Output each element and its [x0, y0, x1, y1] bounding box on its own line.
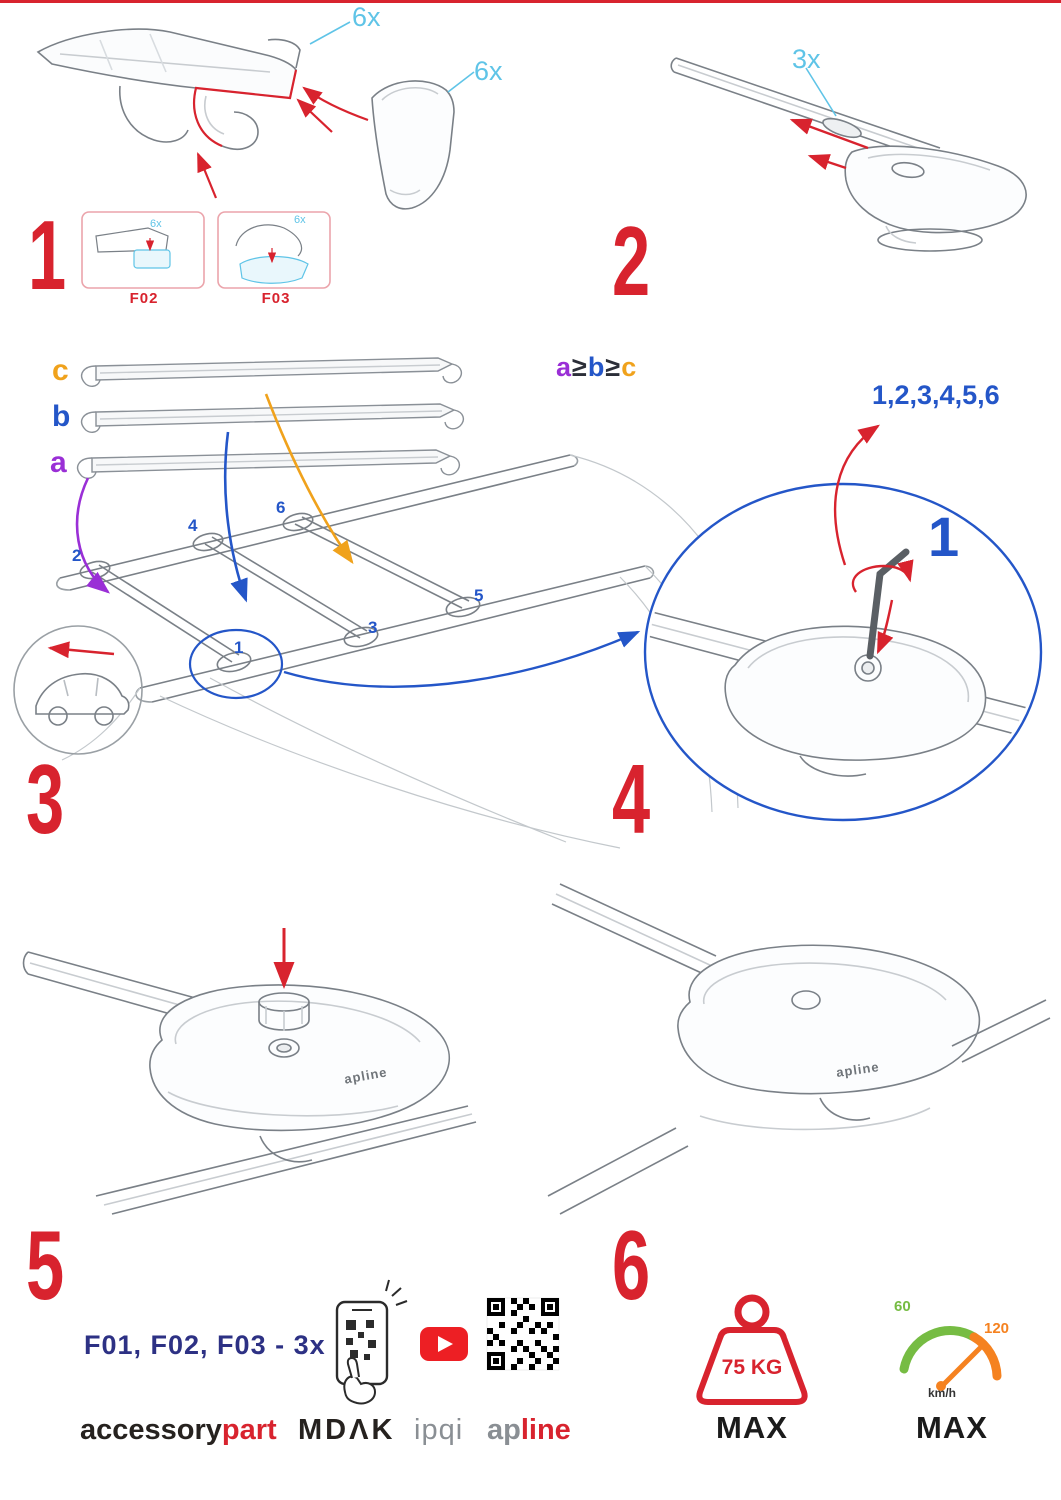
bar-label-c: c [52, 354, 69, 387]
length-rule: a ≥ b ≥ c [556, 352, 636, 383]
speed-high-value: 120 [984, 1320, 1010, 1337]
section-divider-bottom [0, 0, 1061, 3]
weight-limit-value: 75 KG [721, 1356, 783, 1379]
brand-accessory-text: accessory [80, 1414, 222, 1446]
knob-drawing [258, 992, 310, 1031]
brand-apline: apline [487, 1414, 571, 1447]
position-1: 1 [234, 638, 244, 657]
sequence-arrow [833, 424, 880, 566]
step5-foot-drawing [22, 951, 477, 1215]
box1-qty: 6x [150, 218, 162, 230]
position-3: 3 [368, 618, 378, 637]
part-label-f03: F03 [261, 290, 291, 307]
step6-number: 6 [612, 1210, 651, 1320]
step2-qty: 3x [792, 44, 821, 74]
car-direction-inset [13, 625, 143, 755]
step6-foot-drawing [547, 883, 1051, 1215]
front-direction-arrow [47, 641, 115, 659]
brand-part-text: part [221, 1414, 277, 1446]
step1-qty-side: 6x [474, 56, 503, 86]
position-2: 2 [72, 546, 82, 565]
step1-step2-drawing-layer [36, 21, 1027, 289]
step2-number: 2 [612, 206, 651, 316]
bar-assignment-arrows [75, 393, 354, 603]
speedometer-icon [899, 1326, 1002, 1391]
phone-scan-icon [335, 1279, 408, 1405]
step2-qty-leader [805, 67, 837, 117]
roof-crossbar-3 [282, 512, 481, 618]
rule-a: a [556, 352, 572, 382]
position1-highlight-circle [188, 628, 284, 700]
step5-number: 5 [26, 1210, 65, 1320]
tighten-sequence: 1,2,3,4,5,6 [872, 380, 1000, 410]
step3-step4-drawing-layer [13, 357, 1043, 849]
roof-crossbar-2 [192, 532, 379, 648]
roof-crossbar-1 [79, 560, 252, 673]
allen-key-drawing [866, 548, 910, 660]
speed-unit-label: km/h [928, 1386, 957, 1400]
step1-part-boxes [81, 211, 331, 289]
magnifier-content [649, 548, 1036, 777]
step5-step6-drawing-layer [22, 883, 1051, 1405]
brand-apline-gray-text: ap [487, 1414, 521, 1446]
youtube-icon [420, 1327, 468, 1361]
tighten-order-number: 1 [928, 505, 960, 568]
speed-min-value: 60 [894, 1298, 911, 1315]
step1-clamp-drawing [36, 28, 301, 150]
position-5: 5 [474, 586, 484, 605]
rule-ge1: ≥ [572, 352, 587, 382]
rule-ge2: ≥ [605, 352, 621, 382]
part-label-f02: F02 [129, 290, 159, 307]
step4-number: 4 [612, 744, 651, 854]
step2-foot-drawing [844, 145, 1027, 252]
brand-apline-red-text: line [520, 1414, 571, 1446]
rule-b: b [587, 352, 605, 382]
weight-max-label: MAX [716, 1410, 788, 1445]
speed-max-label: MAX [916, 1410, 988, 1445]
step2-insert-arrows [789, 118, 869, 171]
step1-qty-leaders [309, 21, 475, 93]
brand-mdak: MDΛK [298, 1414, 396, 1446]
step1-cover-drawing [371, 80, 455, 210]
position-4: 4 [188, 516, 198, 535]
brand-ipqi: ipqi [414, 1414, 464, 1446]
position-6: 6 [276, 498, 286, 517]
parts-note: F01, F02, F03 - 3x [84, 1330, 326, 1360]
rotate-arrow [851, 559, 914, 593]
brand-accessorypart: accessorypart [80, 1414, 277, 1447]
step1-qty-top: 6x [352, 2, 381, 32]
bar-label-b: b [52, 400, 71, 433]
qr-code [486, 1297, 560, 1371]
step1-highlight-arrows [192, 69, 369, 199]
crossbar-a-drawing [76, 449, 461, 479]
box2-qty: 6x [294, 214, 306, 226]
step3-number: 3 [26, 744, 65, 854]
bar-label-a: a [50, 446, 67, 479]
rule-c: c [621, 352, 637, 382]
step1-number: 1 [28, 200, 67, 310]
zoom-link-arrow [283, 630, 641, 688]
tighten-arrow [876, 599, 894, 655]
weight-limit-icon [696, 1294, 808, 1405]
crossbar-c-drawing [80, 357, 463, 387]
